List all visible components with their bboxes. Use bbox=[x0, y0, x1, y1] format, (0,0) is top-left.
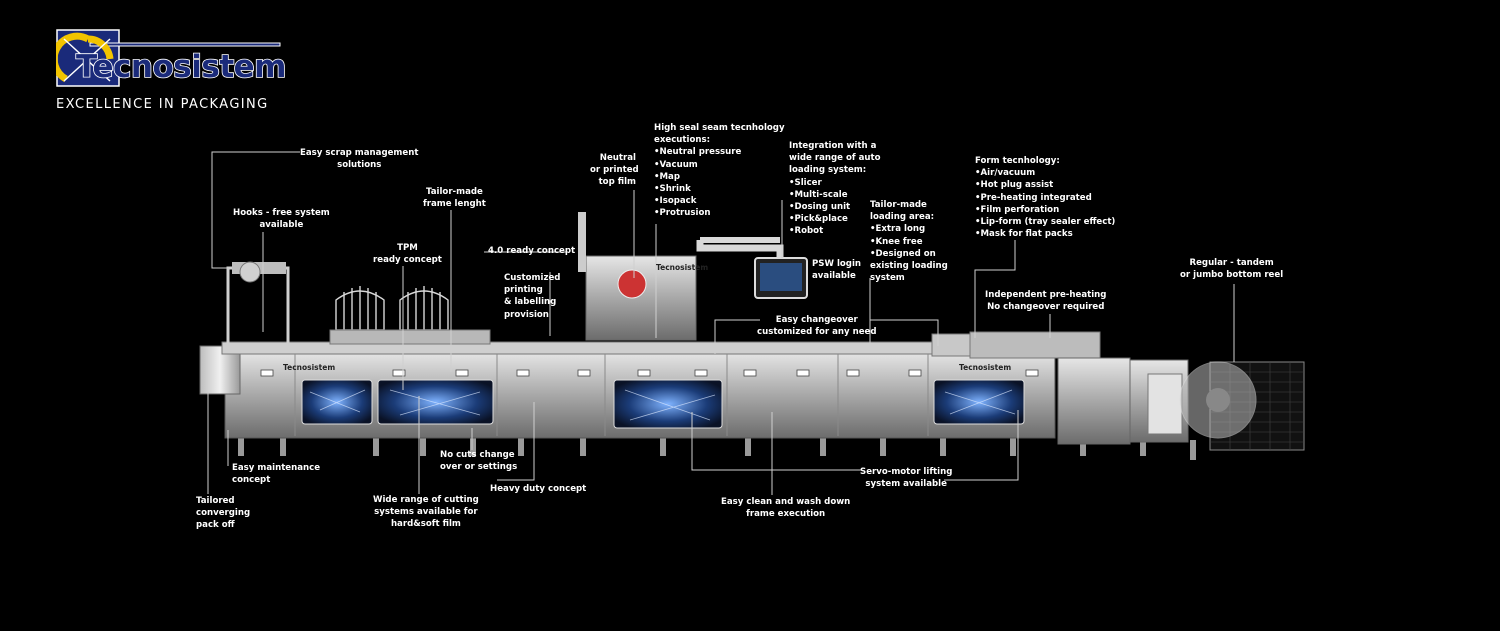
machine-nameplate: Tecnosistem bbox=[959, 363, 1012, 372]
brand-tagline: EXCELLENCE IN PACKAGING bbox=[56, 97, 269, 112]
machine-nameplate: Tecnosistem bbox=[283, 363, 336, 372]
brand-name: Tecnosistem bbox=[75, 48, 287, 86]
label-heavy-duty: Heavy duty concept bbox=[490, 484, 587, 494]
blue-window-panels bbox=[301, 379, 1025, 429]
machine-nameplate: Tecnosistem bbox=[656, 263, 709, 272]
label-40-ready: 4.0 ready concept bbox=[488, 246, 576, 256]
bottom-reel bbox=[1179, 361, 1305, 451]
machine-legs bbox=[238, 436, 1196, 460]
tecnosistem-logo bbox=[56, 29, 281, 87]
label-form-technology: Form tecnhology: Air/vacuumHot plug assi… bbox=[975, 155, 1115, 240]
leader-lines bbox=[207, 151, 1235, 495]
